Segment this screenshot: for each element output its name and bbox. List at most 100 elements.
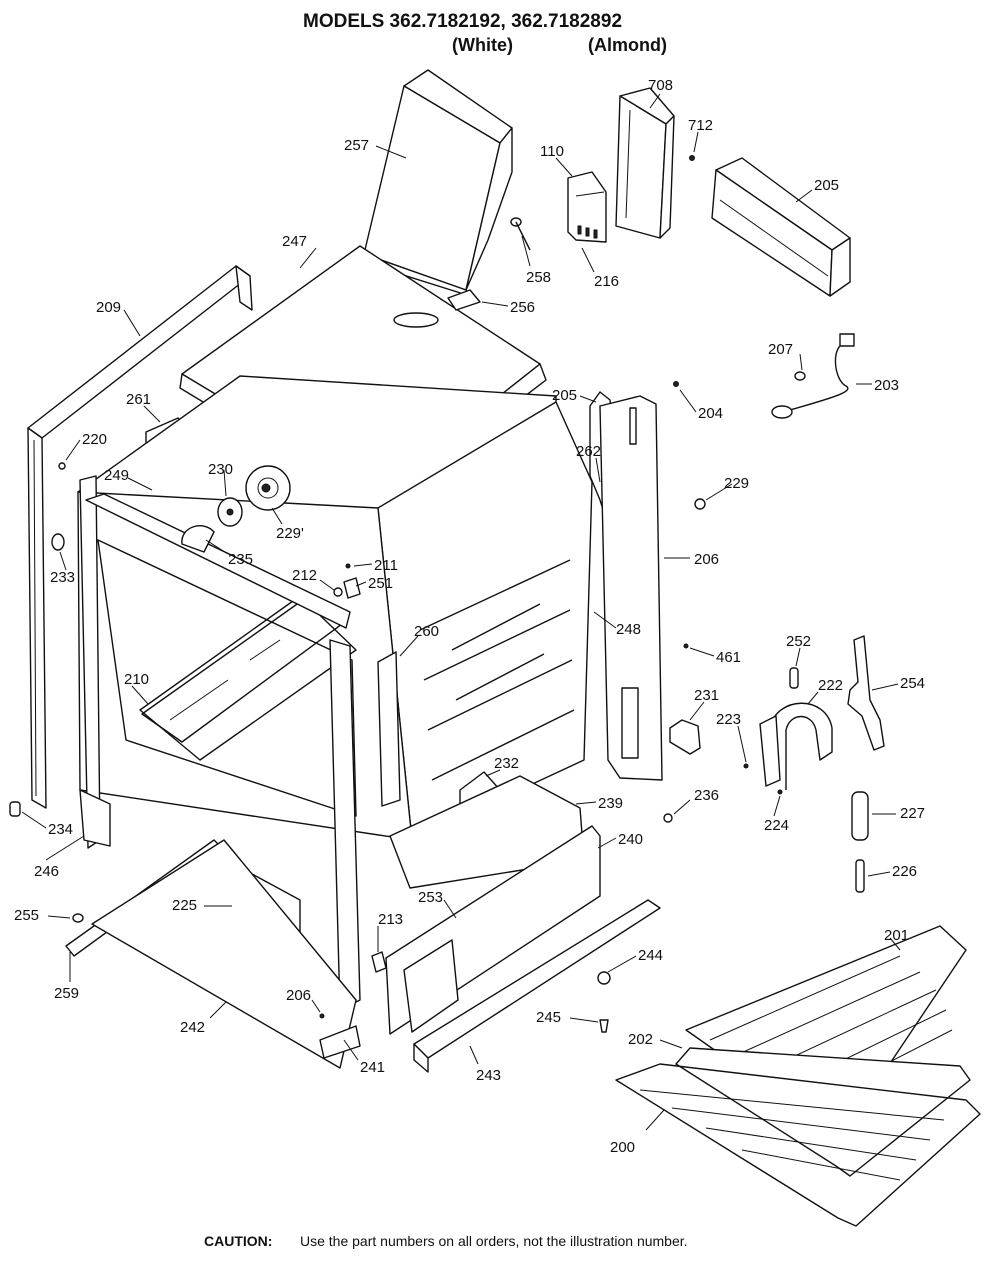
label-229p: 229' — [276, 525, 304, 542]
label-110: 110 — [540, 143, 564, 160]
drawer-243 — [413, 899, 661, 1073]
label-232: 232 — [494, 755, 519, 772]
label-205b: 205 — [552, 387, 577, 404]
label-201: 201 — [884, 927, 909, 944]
label-247: 247 — [282, 233, 307, 250]
nut-212 — [333, 587, 343, 597]
label-261: 261 — [126, 391, 151, 408]
label-206b: 206 — [286, 987, 311, 1004]
hinge-254 — [847, 635, 885, 751]
label-245: 245 — [536, 1009, 561, 1026]
variant-white: (White) — [452, 35, 513, 55]
label-226: 226 — [892, 863, 917, 880]
clip-213 — [371, 951, 387, 973]
label-241: 241 — [360, 1059, 385, 1076]
screw-712 — [689, 155, 695, 161]
hinge-222 — [759, 702, 833, 790]
side-panel-209 — [27, 265, 253, 809]
bracket-708 — [615, 87, 675, 239]
label-262: 262 — [576, 443, 601, 460]
label-229: 229 — [724, 475, 749, 492]
label-213: 213 — [378, 911, 403, 928]
bracket-251 — [343, 577, 361, 599]
label-222: 222 — [818, 677, 843, 694]
label-203: 203 — [874, 377, 899, 394]
kick-panel-253 — [403, 939, 459, 1033]
label-216: 216 — [594, 273, 619, 290]
label-225: 225 — [172, 897, 197, 914]
bracket-231 — [669, 719, 701, 755]
label-202: 202 — [628, 1031, 653, 1048]
label-252: 252 — [786, 633, 811, 650]
screw-206 — [319, 1013, 325, 1019]
screw-245 — [599, 1019, 609, 1033]
bottom-panel-242 — [91, 839, 357, 1069]
switch-110 — [567, 171, 607, 243]
igniter-235 — [181, 525, 215, 553]
label-231: 231 — [694, 687, 719, 704]
clip-252 — [789, 667, 799, 689]
models-title: MODELS 362.7182192, 362.7182892 — [303, 11, 622, 32]
grommet-229 — [694, 498, 706, 510]
variant-almond: (Almond) — [588, 35, 667, 55]
label-257: 257 — [344, 137, 369, 154]
rail-241 — [319, 1025, 361, 1059]
glide-244 — [597, 971, 611, 985]
label-207: 207 — [768, 341, 793, 358]
oven-rack-200 — [615, 1063, 981, 1227]
label-246: 246 — [34, 863, 59, 880]
leader-lines — [21, 93, 901, 1131]
label-223: 223 — [716, 711, 741, 728]
label-243: 243 — [476, 1067, 501, 1084]
label-254: 254 — [900, 675, 925, 692]
label-209: 209 — [96, 299, 121, 316]
leg-246 — [79, 789, 111, 847]
part-labels: 257 708 712 110 205 247 258 216 256 209 … — [14, 77, 925, 1156]
cord-clamp-207 — [794, 371, 806, 381]
label-260: 260 — [414, 623, 439, 640]
bracket-256 — [447, 289, 481, 311]
pin-226 — [855, 859, 865, 893]
power-cord-203 — [771, 333, 855, 419]
screw-223 — [743, 763, 749, 769]
cap-255 — [72, 913, 84, 923]
label-224: 224 — [764, 817, 789, 834]
foot-234 — [9, 801, 21, 817]
nut-220 — [58, 462, 66, 470]
label-210: 210 — [124, 671, 149, 688]
label-233: 233 — [50, 569, 75, 586]
label-242: 242 — [180, 1019, 205, 1036]
label-212: 212 — [292, 567, 317, 584]
label-248: 248 — [616, 621, 641, 638]
label-253: 253 — [418, 889, 443, 906]
side-panel-206 — [599, 395, 663, 781]
label-239: 239 — [598, 795, 623, 812]
label-258: 258 — [526, 269, 551, 286]
screw-224 — [777, 789, 783, 795]
label-251: 251 — [368, 575, 393, 592]
front-frame-249 — [85, 493, 351, 629]
label-712: 712 — [688, 117, 713, 134]
label-234: 234 — [48, 821, 73, 838]
broiler-pan-202 — [675, 1047, 971, 1177]
label-204: 204 — [698, 405, 723, 422]
label-249: 249 — [104, 467, 129, 484]
label-206a: 206 — [694, 551, 719, 568]
plug-233 — [51, 533, 65, 551]
nut-236 — [663, 813, 673, 823]
vent-duct-257 — [361, 69, 513, 297]
valve-229p — [245, 465, 291, 511]
screw-461 — [683, 643, 689, 649]
range-body — [77, 375, 593, 1011]
label-200: 200 — [610, 1139, 635, 1156]
label-230: 230 — [208, 461, 233, 478]
thermostat-230 — [217, 497, 243, 527]
backguard-205 — [711, 157, 851, 297]
sleeve-227 — [851, 791, 869, 841]
label-244: 244 — [638, 947, 663, 964]
label-236: 236 — [694, 787, 719, 804]
label-259: 259 — [54, 985, 79, 1002]
label-255: 255 — [14, 907, 39, 924]
bracket-260 — [377, 651, 401, 807]
label-227: 227 — [900, 805, 925, 822]
